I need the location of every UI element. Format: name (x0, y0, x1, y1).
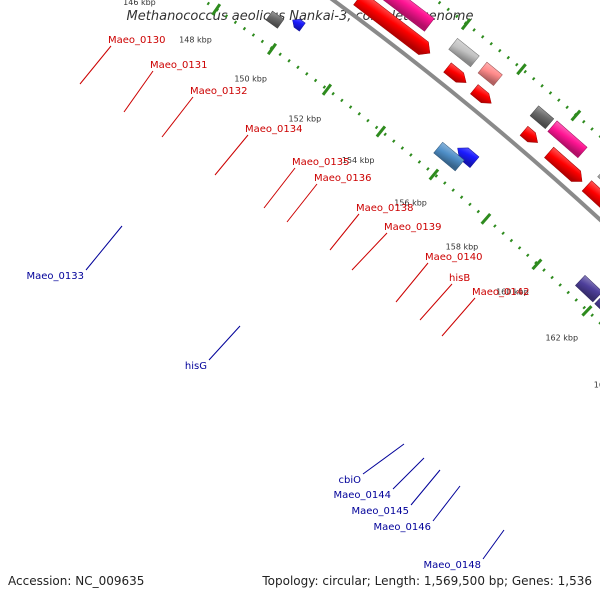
gene-box[interactable] (265, 10, 285, 29)
label-leader (432, 485, 461, 522)
outer-tick (460, 18, 472, 31)
kbp-label: 150 kbp (234, 75, 267, 84)
gene-box[interactable] (529, 105, 555, 130)
gene-label-forward[interactable]: Maeo_0132 (190, 86, 247, 97)
gene-box[interactable] (547, 120, 588, 159)
inner-tick (266, 42, 278, 56)
gene-label-forward[interactable]: Maeo_0134 (245, 124, 302, 135)
genome-backbone (329, 0, 600, 223)
inner-tick (480, 212, 492, 225)
label-leader (123, 70, 154, 113)
kbp-label: 154 kbp (342, 156, 375, 165)
outer-tick-ring (433, 0, 600, 139)
label-leader (79, 45, 112, 85)
label-leader (482, 529, 505, 560)
outer-tick (516, 63, 527, 76)
gene-label-forward[interactable]: Maeo_0140 (425, 252, 482, 263)
gene-label-reverse[interactable]: hisG (185, 361, 207, 372)
kbp-label: 152 kbp (289, 115, 322, 124)
label-leader (208, 325, 241, 361)
kbp-label: 160 kbp (496, 287, 529, 296)
gene-label-forward[interactable]: Maeo_0130 (108, 35, 165, 46)
gene-box[interactable] (575, 274, 600, 303)
inner-tick (211, 3, 222, 16)
gene-box[interactable] (433, 141, 465, 172)
label-leader (286, 183, 318, 223)
gene-label-reverse[interactable]: Maeo_0144 (334, 490, 391, 501)
kbp-label: 164 kbp (594, 380, 600, 389)
label-leader (214, 134, 249, 176)
kbp-label: 148 kbp (179, 36, 212, 45)
label-leader (441, 297, 476, 337)
gene-label-forward[interactable]: Maeo_0131 (150, 60, 207, 71)
inner-tick (321, 83, 333, 96)
label-leader (419, 283, 453, 321)
kbp-label: 158 kbp (446, 242, 479, 251)
label-leader (85, 225, 123, 271)
gene-label-forward[interactable]: Maeo_0135 (292, 157, 349, 168)
gene-label-forward[interactable]: hisB (449, 273, 470, 284)
gene-arrow[interactable] (353, 0, 435, 60)
accession-text: Accession: NC_009635 (8, 574, 145, 588)
label-leader (362, 443, 405, 475)
gene-arrow[interactable] (443, 62, 470, 87)
gene-label-forward[interactable]: Maeo_0142 (472, 287, 529, 298)
gene-arrow[interactable] (470, 84, 495, 108)
kbp-label: 146 kbp (123, 0, 156, 7)
inner-tick (428, 168, 440, 181)
gene-arrow[interactable] (544, 146, 586, 187)
gene-label-reverse[interactable]: Maeo_0145 (352, 506, 409, 517)
inner-tick (581, 305, 593, 317)
kbp-label: 162 kbp (545, 333, 578, 342)
gene-box[interactable] (448, 38, 480, 68)
outer-tick (570, 109, 582, 122)
label-leader (263, 167, 296, 209)
gene-arrow[interactable] (581, 180, 600, 226)
gene-box[interactable] (360, 0, 435, 32)
gene-label-forward[interactable]: Maeo_0139 (384, 222, 441, 233)
gene-arrow[interactable] (519, 125, 541, 147)
kbp-label: 156 kbp (394, 199, 427, 208)
gene-box[interactable] (477, 61, 503, 86)
label-leader (392, 457, 425, 490)
inner-tick (375, 125, 387, 138)
label-leader (161, 96, 194, 138)
label-leader (395, 262, 429, 303)
gene-label-forward[interactable]: Maeo_0136 (314, 173, 371, 184)
gene-label-reverse[interactable]: cbiO (339, 475, 362, 486)
label-leader (410, 469, 441, 506)
genome-summary-text: Topology: circular; Length: 1,569,500 bp… (262, 574, 592, 588)
gene-label-forward[interactable]: Maeo_0138 (356, 203, 413, 214)
gene-arrow[interactable] (290, 16, 306, 32)
label-leader (351, 232, 388, 271)
gene-features (265, 0, 600, 324)
gene-label-reverse[interactable]: Maeo_0148 (424, 560, 481, 571)
gene-arrow[interactable] (453, 143, 480, 168)
label-leader (329, 213, 360, 251)
major-ticks (211, 3, 593, 317)
gene-label-reverse[interactable]: Maeo_0146 (374, 522, 431, 533)
gene-label-reverse[interactable]: Maeo_0133 (27, 271, 84, 282)
inner-tick (531, 258, 543, 271)
